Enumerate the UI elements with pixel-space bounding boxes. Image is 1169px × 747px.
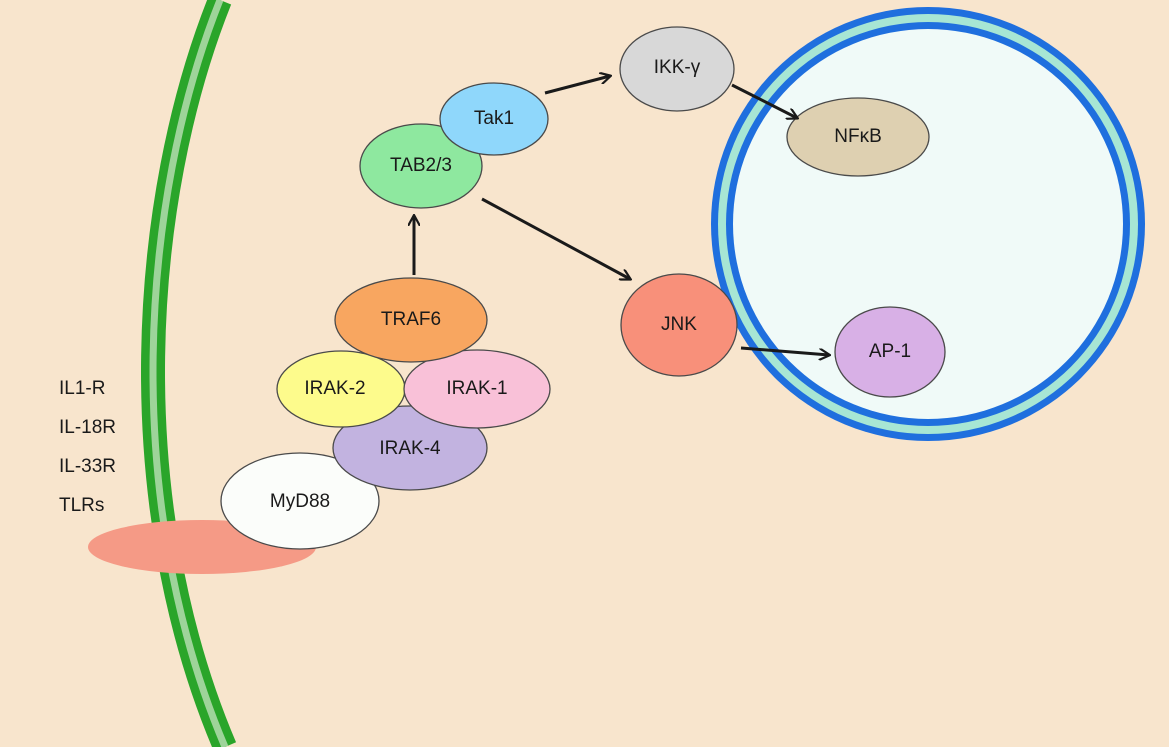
node-tak1 xyxy=(439,82,549,156)
pathway-arrows xyxy=(414,76,829,355)
arrow-tab23-to-jnk xyxy=(481,197,630,279)
arrow-tak1-to-ikkg xyxy=(544,76,610,95)
node-irak2 xyxy=(276,350,406,428)
pathway-nodes xyxy=(220,26,946,550)
node-ap1 xyxy=(834,306,946,398)
node-irak1 xyxy=(403,349,551,429)
node-tab23 xyxy=(359,123,483,209)
cell-membrane xyxy=(141,0,237,747)
arrow-ikkg-to-nfkb xyxy=(731,83,797,118)
node-ikkg xyxy=(619,26,735,112)
node-irak4 xyxy=(332,405,488,491)
node-jnk xyxy=(620,273,738,377)
arrow-jnk-to-ap1 xyxy=(740,346,829,355)
node-nfkb xyxy=(786,97,930,177)
node-myd88 xyxy=(220,452,380,550)
node-traf6 xyxy=(334,277,488,363)
